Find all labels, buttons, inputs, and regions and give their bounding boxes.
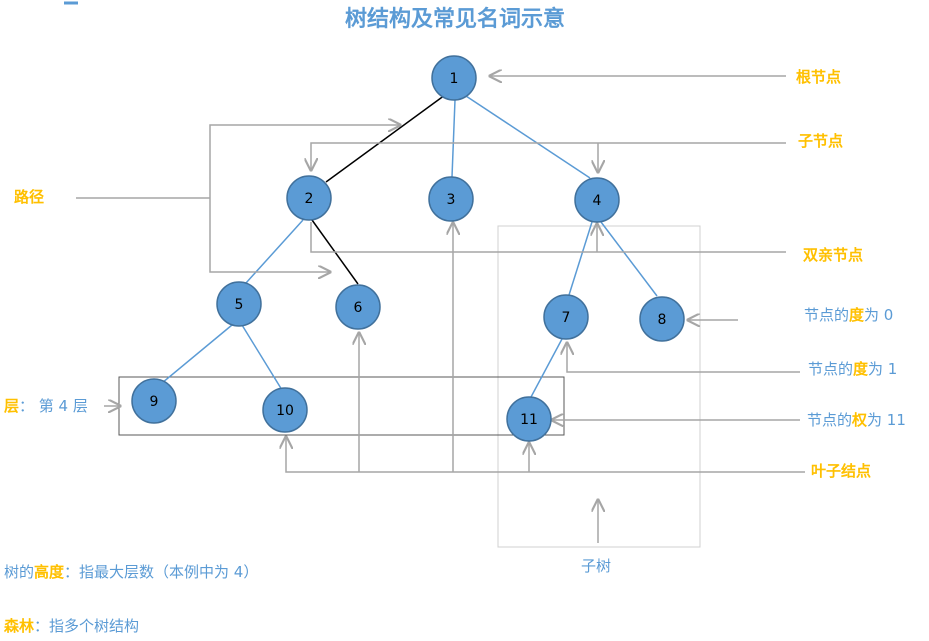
node-1: 1: [431, 55, 477, 101]
node-10: 10: [262, 387, 308, 433]
svg-text:10: 10: [276, 403, 294, 419]
svg-text:2: 2: [305, 191, 314, 207]
node-8: 8: [639, 296, 685, 342]
svg-text:1: 1: [450, 71, 459, 87]
forest-label: 森林：指多个树结构: [4, 617, 139, 635]
edge-1-2: [325, 94, 446, 183]
parent-bracket: [310, 222, 786, 253]
svg-text:7: 7: [562, 310, 571, 326]
node-3: 3: [428, 176, 474, 222]
diagram-title: 树结构及常见名词示意: [345, 6, 565, 32]
node-6: 6: [335, 284, 381, 330]
parent-label: 双亲节点: [803, 246, 863, 264]
svg-text:6: 6: [354, 300, 363, 316]
svg-text:5: 5: [235, 297, 244, 313]
svg-text:11: 11: [520, 412, 538, 428]
edge-4-8: [600, 221, 658, 297]
path-bracket-bottom: [209, 198, 330, 272]
node-7: 7: [543, 294, 589, 340]
svg-text:3: 3: [447, 192, 456, 208]
svg-text:4: 4: [593, 193, 602, 209]
leaf-label: 叶子结点: [811, 462, 871, 480]
node-4: 4: [574, 177, 620, 223]
path-label: 路径: [14, 188, 44, 206]
weight-label: 节点的权为 11: [807, 411, 906, 429]
svg-text:9: 9: [150, 394, 159, 410]
tree-edges: [161, 94, 658, 398]
node-5: 5: [216, 281, 262, 327]
degree1-label: 节点的度为 1: [808, 360, 897, 378]
height-label: 树的高度：指最大层数（本例中为 4）: [4, 563, 258, 581]
path-bracket-top: [209, 125, 400, 198]
node-2: 2: [286, 175, 332, 221]
node-11: 11: [506, 396, 552, 442]
root-label: 根节点: [796, 68, 841, 86]
edge-5-10: [241, 324, 283, 391]
child-label: 子节点: [798, 132, 843, 150]
degree0-label: 节点的度为 0: [804, 306, 893, 324]
annotation-arrows: [76, 76, 805, 543]
leaf-baseline: [286, 437, 805, 473]
edge-1-3: [451, 99, 456, 178]
edge-4-7: [568, 221, 593, 296]
level-box: [118, 376, 565, 436]
degree1-arrow: [567, 343, 800, 373]
tree-nodes: 1 2 3 4 5 6 7 8 9 10 11: [131, 55, 685, 442]
subtree-box: [497, 225, 701, 548]
edge-1-4: [465, 95, 591, 179]
child-bracket: [311, 142, 786, 170]
edge-7-11: [530, 338, 563, 398]
edge-2-5: [245, 219, 304, 284]
node-9: 9: [131, 378, 177, 424]
edge-5-9: [161, 324, 233, 384]
svg-text:8: 8: [658, 312, 667, 328]
level-label: 层： 第 4 层: [4, 397, 88, 415]
subtree-label: 子树: [581, 557, 611, 575]
